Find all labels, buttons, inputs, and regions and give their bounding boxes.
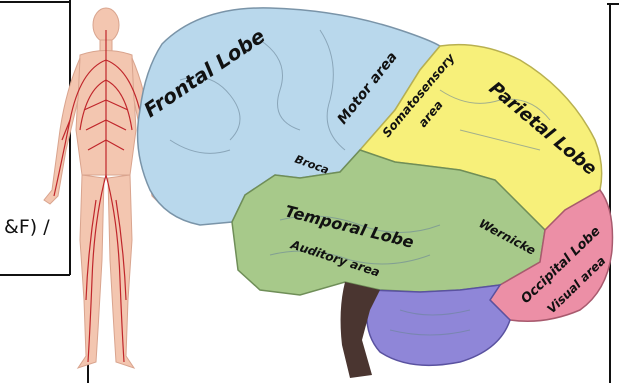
cerebellum-region [367, 285, 510, 365]
